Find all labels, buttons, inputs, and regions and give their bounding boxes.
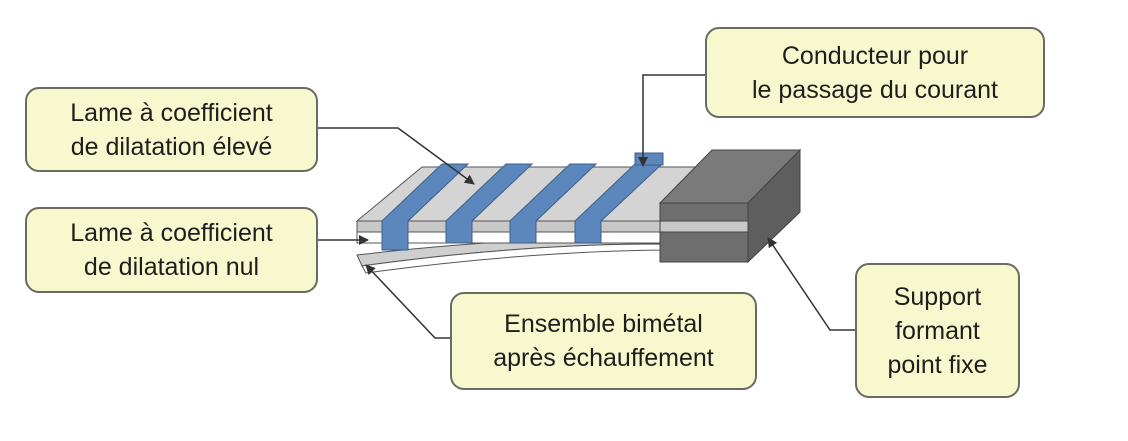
fixed-support-block (658, 148, 802, 264)
label-zero-expansion-blade: Lame à coefficient de dilatation nul (25, 207, 318, 293)
label-high-expansion-blade: Lame à coefficient de dilatation élevé (25, 87, 318, 172)
leader-lines (318, 74, 855, 339)
label-bimetal-heated: Ensemble bimétal après échauffement (450, 292, 757, 390)
conductor-strips (381, 152, 664, 251)
label-fixed-support: Support formant point fixe (855, 263, 1020, 398)
label-conductor: Conducteur pour le passage du courant (705, 27, 1045, 118)
